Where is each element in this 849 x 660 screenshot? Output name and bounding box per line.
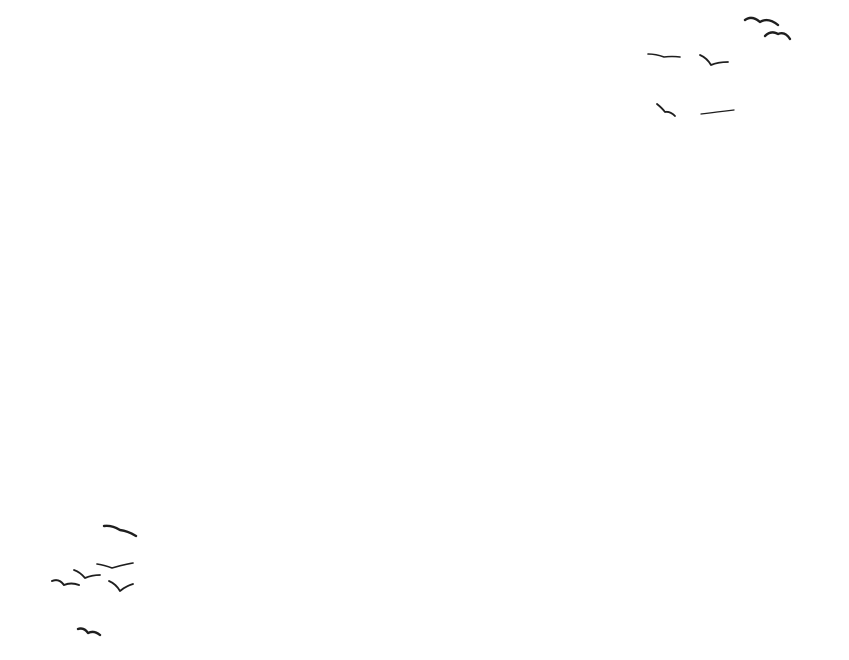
bottom-left-flock [51,524,138,637]
bird-icon [656,103,676,117]
bird-icon [51,579,80,586]
bird-icon [743,16,780,27]
bird-icon [96,562,134,569]
top-right-flock [647,16,792,117]
bird-icon [763,31,792,41]
bird-icon [102,524,138,538]
bird-icon [699,54,729,66]
bird-icon [73,569,101,579]
bird-icon [108,580,134,592]
bird-icon [76,627,102,637]
bird-icon [700,109,735,115]
bird-icon [647,53,681,58]
